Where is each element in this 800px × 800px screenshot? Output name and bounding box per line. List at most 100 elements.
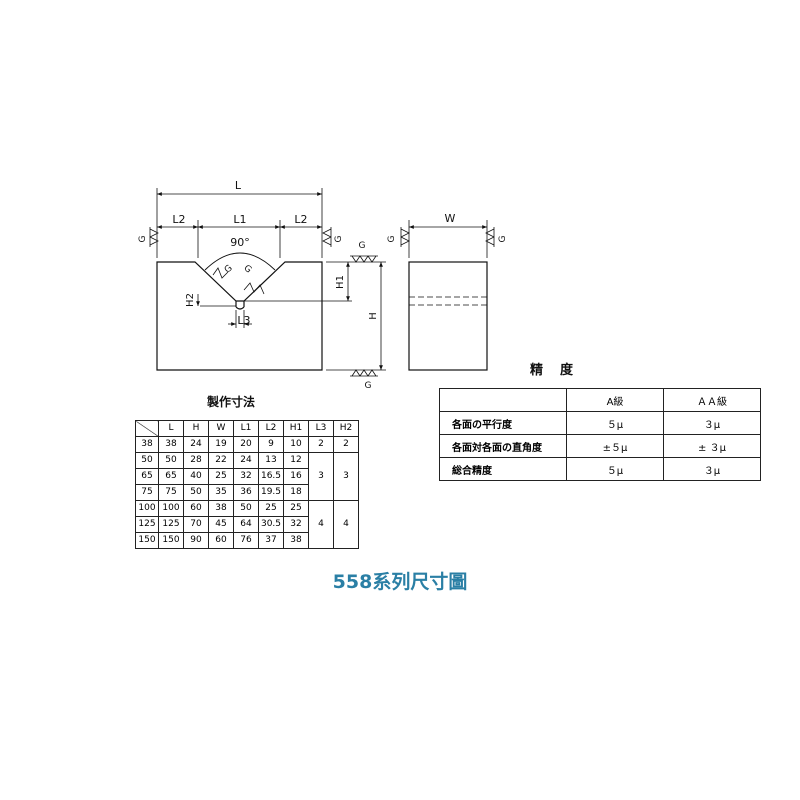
precision-value-aa: ± ３μ — [663, 434, 761, 458]
g-label: G — [359, 241, 366, 251]
precision-value-aa: ３μ — [663, 457, 761, 481]
table-row: 150 150 90 60 76 37 38 — [135, 532, 359, 549]
caption: 558系列尺寸圖 — [332, 571, 468, 593]
table-header-cell: H2 — [333, 420, 359, 437]
table-header-cell: W — [208, 420, 234, 437]
table-cell: 24 — [183, 436, 209, 453]
g-label: G — [138, 235, 148, 242]
table-row: 38 38 24 19 20 9 10 2 2 — [135, 436, 359, 453]
table-cell: 19.5 — [258, 484, 284, 501]
precision-value-aa: ３μ — [663, 411, 761, 435]
precision-row: 各面の平行度 ５μ ３μ — [439, 411, 761, 435]
table-cell: 45 — [208, 516, 234, 533]
precision-label: 各面対各面の直角度 — [439, 434, 567, 458]
precision-row: 各面対各面の直角度 ±５μ ± ３μ — [439, 434, 761, 458]
finish-marks-front — [149, 227, 378, 377]
g-label: G — [223, 263, 235, 275]
table-cell: 65 — [158, 468, 184, 485]
table-cell: 36 — [233, 484, 259, 501]
dim-label-L1: L1 — [233, 213, 246, 226]
table-cell: 150 — [135, 532, 159, 549]
table-cell: 35 — [208, 484, 234, 501]
table-cell: 37 — [258, 532, 284, 549]
table-cell: 9 — [258, 436, 284, 453]
table-cell: 38 — [208, 500, 234, 517]
table-cell: 12 — [283, 452, 309, 469]
precision-value-a: ５μ — [566, 411, 664, 435]
dim-label-W: W — [445, 212, 456, 225]
precision-value-a: ５μ — [566, 457, 664, 481]
side-view — [408, 261, 488, 371]
table-cell: 125 — [135, 516, 159, 533]
table-cell: 100 — [158, 500, 184, 517]
precision-header-cell: ＡＡ級 — [663, 388, 761, 412]
table-cell: 16 — [283, 468, 309, 485]
table-cell: 38 — [283, 532, 309, 549]
table-cell: 50 — [233, 500, 259, 517]
table-cell: 60 — [208, 532, 234, 549]
front-view — [156, 252, 323, 371]
table-cell: 24 — [233, 452, 259, 469]
table-header-cell: L — [158, 420, 184, 437]
table-cell: 38 — [158, 436, 184, 453]
table-cell: 32 — [233, 468, 259, 485]
table-cell: 25 — [258, 500, 284, 517]
table-cell: 32 — [283, 516, 309, 533]
table-cell: 125 — [158, 516, 184, 533]
table-cell: 60 — [183, 500, 209, 517]
precision-row: 総合精度 ５μ ３μ — [439, 457, 761, 481]
side-block-outline — [408, 261, 488, 371]
g-label: G — [365, 381, 372, 391]
dim-label-L3: L3 — [237, 314, 250, 327]
table-header-cell: H — [183, 420, 209, 437]
precision-header-row: A級 ＡＡ級 — [439, 388, 761, 412]
table-corner-cell — [135, 420, 159, 437]
table-cell: 4 — [333, 500, 359, 549]
table-cell: 50 — [183, 484, 209, 501]
g-label: G — [498, 235, 508, 242]
v-block-outline — [156, 261, 323, 371]
table-cell: 13 — [258, 452, 284, 469]
precision-corner-cell — [439, 388, 567, 412]
dimension-table: L H W L1 L2 H1 L3 H2 38 38 24 19 20 9 10… — [135, 420, 359, 549]
table-cell: 28 — [183, 452, 209, 469]
precision-label: 各面の平行度 — [439, 411, 567, 435]
g-label: G — [387, 235, 397, 242]
table-cell: 16.5 — [258, 468, 284, 485]
table-cell: 75 — [135, 484, 159, 501]
table-header-row: L H W L1 L2 H1 L3 H2 — [135, 420, 359, 437]
table-cell: 19 — [208, 436, 234, 453]
dim-label-L2-left: L2 — [172, 213, 185, 226]
table-cell: 76 — [233, 532, 259, 549]
table-cell: 30.5 — [258, 516, 284, 533]
table-cell: 18 — [283, 484, 309, 501]
table-cell: 3 — [308, 452, 334, 501]
precision-label: 総合精度 — [439, 457, 567, 481]
table-row: 100 100 60 38 50 25 25 4 4 — [135, 500, 359, 549]
table-header-cell: H1 — [283, 420, 309, 437]
table-row: 75 75 50 35 36 19.5 18 — [135, 484, 359, 501]
table-cell: 3 — [333, 452, 359, 501]
table-cell: 2 — [333, 436, 359, 453]
table-cell: 10 — [283, 436, 309, 453]
dimension-table-title: 製作寸法 — [207, 395, 256, 409]
table-cell: 50 — [158, 452, 184, 469]
dim-label-H1: H1 — [335, 275, 346, 289]
table-cell: 65 — [135, 468, 159, 485]
angle-label: 90° — [230, 236, 250, 249]
table-cell: 64 — [233, 516, 259, 533]
table-cell: 100 — [135, 500, 159, 517]
g-label: G — [334, 235, 344, 242]
g-label: G — [241, 263, 253, 275]
table-cell: 25 — [283, 500, 309, 517]
dim-label-H: H — [368, 312, 379, 320]
table-cell: 22 — [208, 452, 234, 469]
table-header-cell: L3 — [308, 420, 334, 437]
dim-label-H2: H2 — [185, 293, 196, 307]
table-cell: 75 — [158, 484, 184, 501]
table-cell: 20 — [233, 436, 259, 453]
table-cell: 50 — [135, 452, 159, 469]
v-angle-arc — [204, 252, 276, 271]
table-row: 65 65 40 25 32 16.5 16 — [135, 468, 359, 485]
